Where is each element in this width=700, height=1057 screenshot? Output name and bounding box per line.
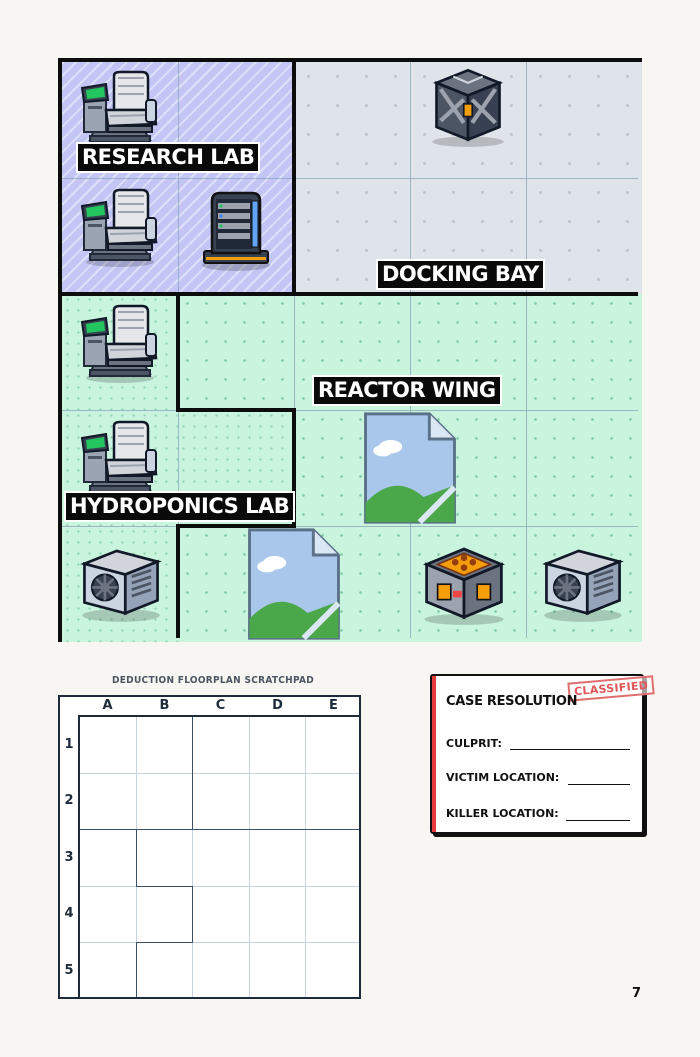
grid-line: [62, 526, 638, 527]
room-label-hydroponics-lab: HYDROPONICS LAB: [64, 491, 296, 522]
room-wall: [192, 886, 193, 943]
column-header-B: B: [159, 698, 170, 713]
hvac-unit-icon[interactable]: [538, 538, 628, 624]
classified-stamp: CLASSIFIED: [567, 675, 655, 702]
hvac-unit-icon[interactable]: [76, 538, 166, 624]
grid-line: [62, 178, 638, 179]
room-wall: [176, 524, 296, 528]
column-header-C: C: [215, 698, 226, 713]
cell-E1[interactable]: [526, 62, 642, 178]
room-wall: [80, 829, 359, 830]
room-wall: [176, 292, 180, 412]
grid-line: [192, 717, 193, 997]
command-chair-icon[interactable]: [80, 304, 160, 384]
grid-line: [80, 773, 359, 774]
case-resolution-title: CASE RESOLUTION: [446, 694, 578, 709]
grid-line: [305, 717, 306, 997]
killer-location-answer-line[interactable]: [566, 820, 630, 821]
missing-image-icon[interactable]: [360, 410, 460, 526]
victim-location-answer-line[interactable]: [568, 784, 630, 785]
column-header-A: A: [102, 698, 113, 713]
case-resolution-card: CLASSIFIED CASE RESOLUTION CULPRIT: VICT…: [430, 674, 655, 834]
row-header-5: 5: [64, 963, 74, 978]
room-label-reactor-wing: REACTOR WING: [312, 375, 502, 406]
room-wall: [192, 717, 193, 830]
column-header-E: E: [329, 698, 338, 713]
deduction-scratchpad[interactable]: A B C D E 1 2 3 4 5: [58, 695, 361, 999]
missing-image-icon[interactable]: [244, 526, 344, 642]
room-wall: [136, 886, 193, 887]
command-chair-icon[interactable]: [80, 420, 160, 500]
row-header-1: 1: [64, 737, 74, 752]
server-rack-icon[interactable]: [196, 186, 276, 276]
command-chair-icon[interactable]: [80, 70, 160, 150]
grid-line: [80, 886, 359, 887]
reactor-core-icon[interactable]: [420, 538, 508, 626]
grid-line: [62, 410, 638, 411]
page-number: 7: [632, 986, 642, 1001]
row-header-3: 3: [64, 850, 74, 865]
cell-E3[interactable]: [526, 294, 642, 410]
room-wall: [292, 62, 296, 296]
grid-line: [526, 62, 527, 638]
room-label-research-lab: RESEARCH LAB: [76, 142, 261, 173]
room-wall: [136, 829, 137, 886]
room-wall: [136, 942, 137, 997]
cargo-crate-icon[interactable]: [426, 64, 510, 148]
grid-line: [80, 942, 359, 943]
victim-location-label: VICTIM LOCATION:: [446, 771, 560, 784]
cell-A2[interactable]: [62, 178, 178, 294]
room-wall: [292, 408, 296, 528]
row-header-4: 4: [64, 906, 74, 921]
column-header-D: D: [272, 698, 283, 713]
room-wall: [136, 942, 193, 943]
cell-B2[interactable]: [178, 178, 294, 294]
grid-line: [249, 717, 250, 997]
cell-E4[interactable]: [526, 410, 642, 526]
culprit-answer-line[interactable]: [510, 749, 630, 750]
cell-B3[interactable]: [178, 294, 294, 410]
room-wall: [176, 524, 180, 638]
scratchpad-title: DEDUCTION FLOORPLAN SCRATCHPAD: [111, 675, 315, 686]
room-label-docking-bay: DOCKING BAY: [376, 259, 545, 290]
grid-line: [410, 62, 411, 638]
cell-C1[interactable]: [294, 62, 410, 178]
grid-line: [294, 62, 295, 638]
culprit-label: CULPRIT:: [446, 737, 502, 750]
command-chair-icon[interactable]: [80, 188, 160, 268]
row-header-2: 2: [64, 793, 74, 808]
room-wall: [176, 408, 296, 412]
floorplan-grid: RESEARCH LAB DOCKING BAY REACTOR WING HY…: [58, 58, 642, 642]
room-wall: [62, 292, 638, 296]
cell-E2[interactable]: [526, 178, 642, 294]
killer-location-label: KILLER LOCATION:: [446, 807, 559, 820]
